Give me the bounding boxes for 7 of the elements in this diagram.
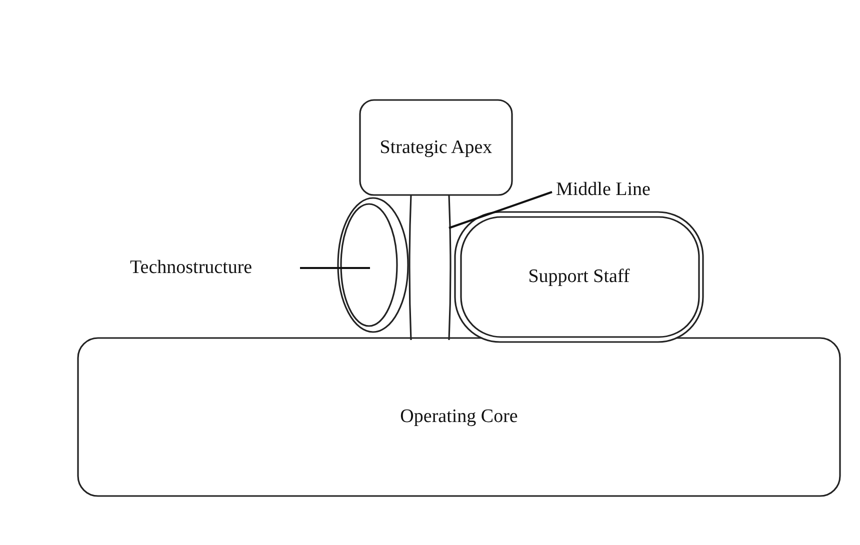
leader-line <box>300 267 370 269</box>
leader-line <box>448 191 552 229</box>
box-label: Support Staff <box>527 266 631 288</box>
box-label: Operating Core <box>399 406 519 428</box>
box-label: Strategic Apex <box>378 136 494 158</box>
part-label: Middle Line <box>556 178 650 202</box>
part-label: Technostructure <box>130 256 252 280</box>
